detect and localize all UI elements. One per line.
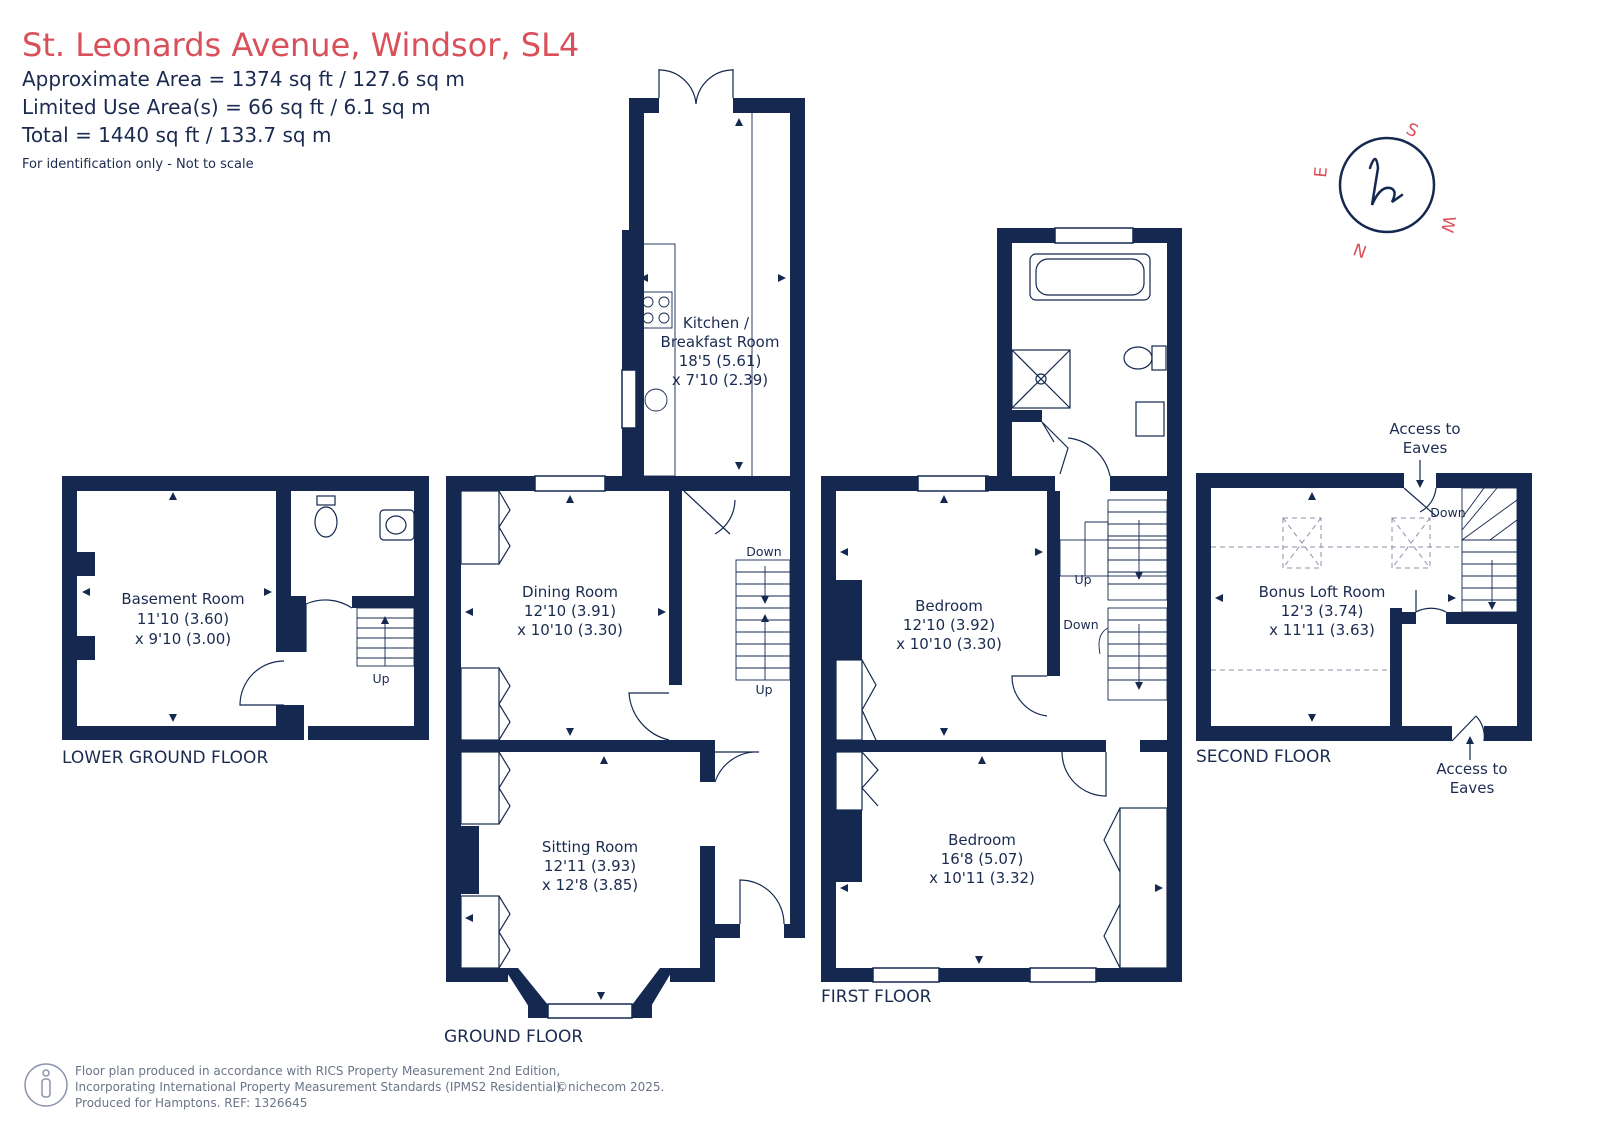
compass-ring xyxy=(1338,136,1436,234)
sitting-room-dim1: 12'11 (3.93) xyxy=(544,857,636,875)
stairs-up-label: Up xyxy=(372,671,389,686)
second-floor: Bonus Loft Room 12'3 (3.74) x 11'11 (3.6… xyxy=(1196,420,1532,797)
limited-use-area: Limited Use Area(s) = 66 sq ft / 6.1 sq … xyxy=(22,95,431,119)
bedroom-2-name: Bedroom xyxy=(948,831,1016,849)
footer-copyright: ©nichecom 2025. xyxy=(556,1080,664,1094)
bathtub-icon xyxy=(1029,253,1151,301)
bedroom-1-dim1: 12'10 (3.92) xyxy=(903,616,995,634)
stairs-up-label: Up xyxy=(755,682,772,697)
first-floor-label: FIRST FLOOR xyxy=(821,987,932,1007)
basin-icon xyxy=(1135,401,1165,437)
header: St. Leonards Avenue, Windsor, SL4 Approx… xyxy=(21,26,579,172)
eaves-access-bottom-line1: Access to xyxy=(1436,760,1507,778)
property-title: St. Leonards Avenue, Windsor, SL4 xyxy=(22,26,579,64)
scale-note: For identification only - Not to scale xyxy=(22,157,254,172)
approximate-area: Approximate Area = 1374 sq ft / 127.6 sq… xyxy=(22,67,465,91)
lower-ground-floor-label: LOWER GROUND FLOOR xyxy=(62,748,268,768)
bedroom-2-dim1: 16'8 (5.07) xyxy=(941,850,1024,868)
basement-room-dim1: 11'10 (3.60) xyxy=(137,610,229,628)
eaves-access-top-line2: Eaves xyxy=(1403,439,1448,457)
footer-line-1: Floor plan produced in accordance with R… xyxy=(75,1064,560,1078)
dining-room-dim1: 12'10 (3.91) xyxy=(524,602,616,620)
second-floor-label: SECOND FLOOR xyxy=(1196,747,1331,767)
eaves-access-top-line1: Access to xyxy=(1389,420,1460,438)
compass-west: W xyxy=(1436,214,1459,234)
sitting-room-name: Sitting Room xyxy=(542,838,638,856)
toilet-icon xyxy=(1123,346,1153,370)
bedroom-1-name: Bedroom xyxy=(915,597,983,615)
compass: S W N E xyxy=(1311,119,1459,261)
footer: Floor plan produced in accordance with R… xyxy=(24,1063,664,1110)
bedroom-2-dim2: x 10'11 (3.32) xyxy=(929,869,1035,887)
compass-south: S xyxy=(1403,119,1421,142)
basin-icon xyxy=(379,509,415,541)
shower-icon xyxy=(1011,349,1071,409)
kitchen-dim1: 18'5 (5.61) xyxy=(679,352,762,370)
stairs-up-label: Up xyxy=(1074,572,1091,587)
stairs-down-label: Down xyxy=(1430,505,1465,520)
sink-icon xyxy=(644,388,668,412)
ground-floor: Kitchen / Breakfast Room 18'5 (5.61) x 7… xyxy=(444,69,805,1047)
footer-line-2: Incorporating International Property Mea… xyxy=(75,1080,565,1094)
lower-ground-floor: Basement Room 11'10 (3.60) x 9'10 (3.00)… xyxy=(62,476,429,768)
compass-logo-icon xyxy=(1368,157,1404,206)
kitchen-name-line2: Breakfast Room xyxy=(661,333,780,351)
loft-room-name: Bonus Loft Room xyxy=(1259,583,1386,601)
compass-east: E xyxy=(1311,166,1332,178)
ground-floor-label: GROUND FLOOR xyxy=(444,1027,583,1047)
basement-room-name: Basement Room xyxy=(121,590,244,608)
eaves-access-bottom-line2: Eaves xyxy=(1450,779,1495,797)
hob-icon xyxy=(639,291,673,329)
first-floor: Bedroom 12'10 (3.92) x 10'10 (3.30) Bedr… xyxy=(821,227,1182,1007)
dining-room-name: Dining Room xyxy=(522,583,618,601)
compass-north: N xyxy=(1351,238,1370,261)
sitting-room-dim2: x 12'8 (3.85) xyxy=(542,876,638,894)
info-person-icon xyxy=(24,1063,68,1107)
dining-room-dim2: x 10'10 (3.30) xyxy=(517,621,623,639)
stairs-down-label: Down xyxy=(1063,617,1098,632)
bedroom-1-dim2: x 10'10 (3.30) xyxy=(896,635,1002,653)
footer-line-3: Produced for Hamptons. REF: 1326645 xyxy=(75,1096,307,1110)
kitchen-name-line1: Kitchen / xyxy=(683,314,750,332)
basement-room-dim2: x 9'10 (3.00) xyxy=(135,630,231,648)
total-area: Total = 1440 sq ft / 133.7 sq m xyxy=(21,123,331,147)
toilet-icon xyxy=(314,506,338,538)
kitchen-dim2: x 7'10 (2.39) xyxy=(672,371,768,389)
loft-room-dim1: 12'3 (3.74) xyxy=(1281,602,1364,620)
loft-room-dim2: x 11'11 (3.63) xyxy=(1269,621,1375,639)
stairs-down-label: Down xyxy=(746,544,781,559)
